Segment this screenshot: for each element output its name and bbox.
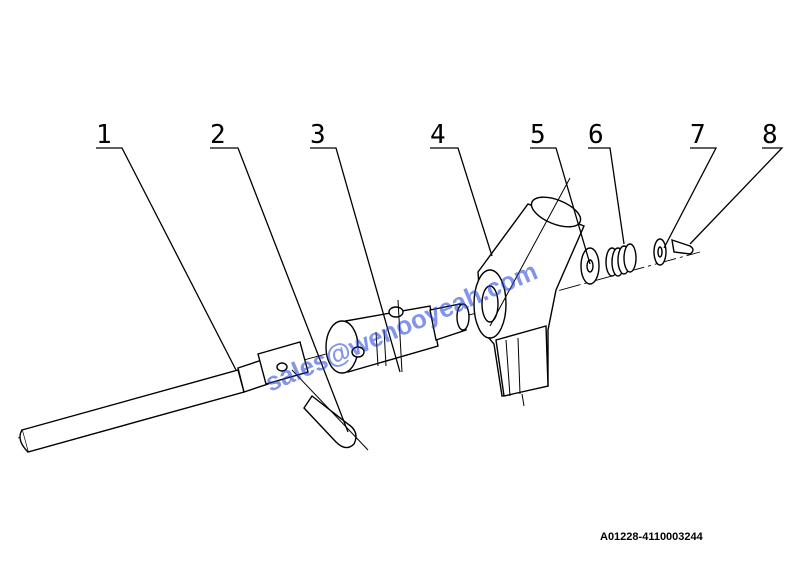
part-3-sleeve (325, 299, 470, 374)
callout-5: 5 (530, 120, 546, 150)
part-8-clip (671, 238, 694, 255)
callout-3: 3 (310, 120, 326, 150)
drawing-code: A01228-4110003244 (600, 531, 704, 543)
part-1-shaft (19, 341, 309, 453)
part-7-ring (653, 238, 667, 266)
part-5-washer (580, 247, 600, 285)
callout-1: 1 (96, 120, 112, 150)
part-4-valve-body (473, 177, 585, 407)
callout-2: 2 (210, 120, 226, 150)
leader-lines (96, 147, 784, 433)
callout-4: 4 (430, 120, 446, 150)
part-2-pin (291, 369, 369, 451)
part-6-spring (605, 243, 637, 277)
callout-7: 7 (690, 120, 706, 150)
callout-8: 8 (762, 120, 778, 150)
callout-6: 6 (588, 120, 604, 150)
